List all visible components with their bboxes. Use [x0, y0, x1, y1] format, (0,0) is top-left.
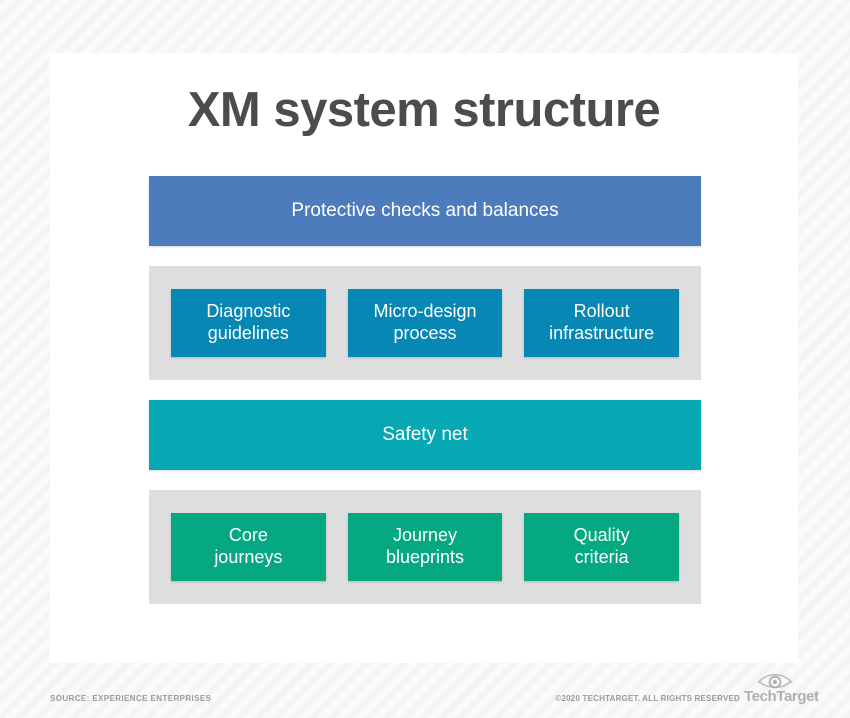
band-safety-net: Safety net: [149, 400, 701, 470]
band-label: Safety net: [382, 424, 468, 445]
techtarget-wordmark: TechTarget: [744, 688, 819, 705]
tile-quality-criteria: Quality criteria: [524, 513, 680, 581]
tile-label: Core journeys: [214, 525, 283, 567]
tile-core-journeys: Core journeys: [171, 513, 326, 581]
techtarget-logo: TechTarget: [744, 668, 819, 710]
diagram-stack: Protective checks and balances Diagnosti…: [149, 176, 701, 604]
spacer: [149, 246, 701, 266]
spacer: [149, 380, 701, 400]
tile-rollout-infrastructure: Rollout infrastructure: [524, 289, 680, 357]
group-green-tiles: Core journeys Journey blueprints Quality…: [149, 490, 701, 604]
tile-micro-design-process: Micro-design process: [347, 289, 503, 357]
footer: SOURCE: EXPERIENCE ENTERPRISES ©2020 TEC…: [0, 663, 850, 718]
tile-label: Journey blueprints: [385, 525, 465, 567]
tile-journey-blueprints: Journey blueprints: [347, 513, 503, 581]
tile-label: Micro-design process: [373, 301, 477, 343]
eye-icon: [757, 673, 793, 689]
band-label: Protective checks and balances: [291, 200, 559, 221]
spacer: [149, 470, 701, 490]
page-title: XM system structure: [187, 83, 661, 137]
infographic-card: XM system structure Protective checks an…: [50, 53, 798, 663]
tile-label: Diagnostic guidelines: [206, 301, 291, 343]
tile-diagnostic-guidelines: Diagnostic guidelines: [171, 289, 326, 357]
source-credit: SOURCE: EXPERIENCE ENTERPRISES: [50, 694, 212, 703]
group-blue-tiles: Diagnostic guidelines Micro-design proce…: [149, 266, 701, 380]
copyright-notice: ©2020 TECHTARGET. ALL RIGHTS RESERVED: [555, 694, 740, 703]
band-protective-checks: Protective checks and balances: [149, 176, 701, 246]
tile-label: Rollout infrastructure: [549, 301, 655, 343]
tile-label: Quality criteria: [573, 525, 630, 567]
